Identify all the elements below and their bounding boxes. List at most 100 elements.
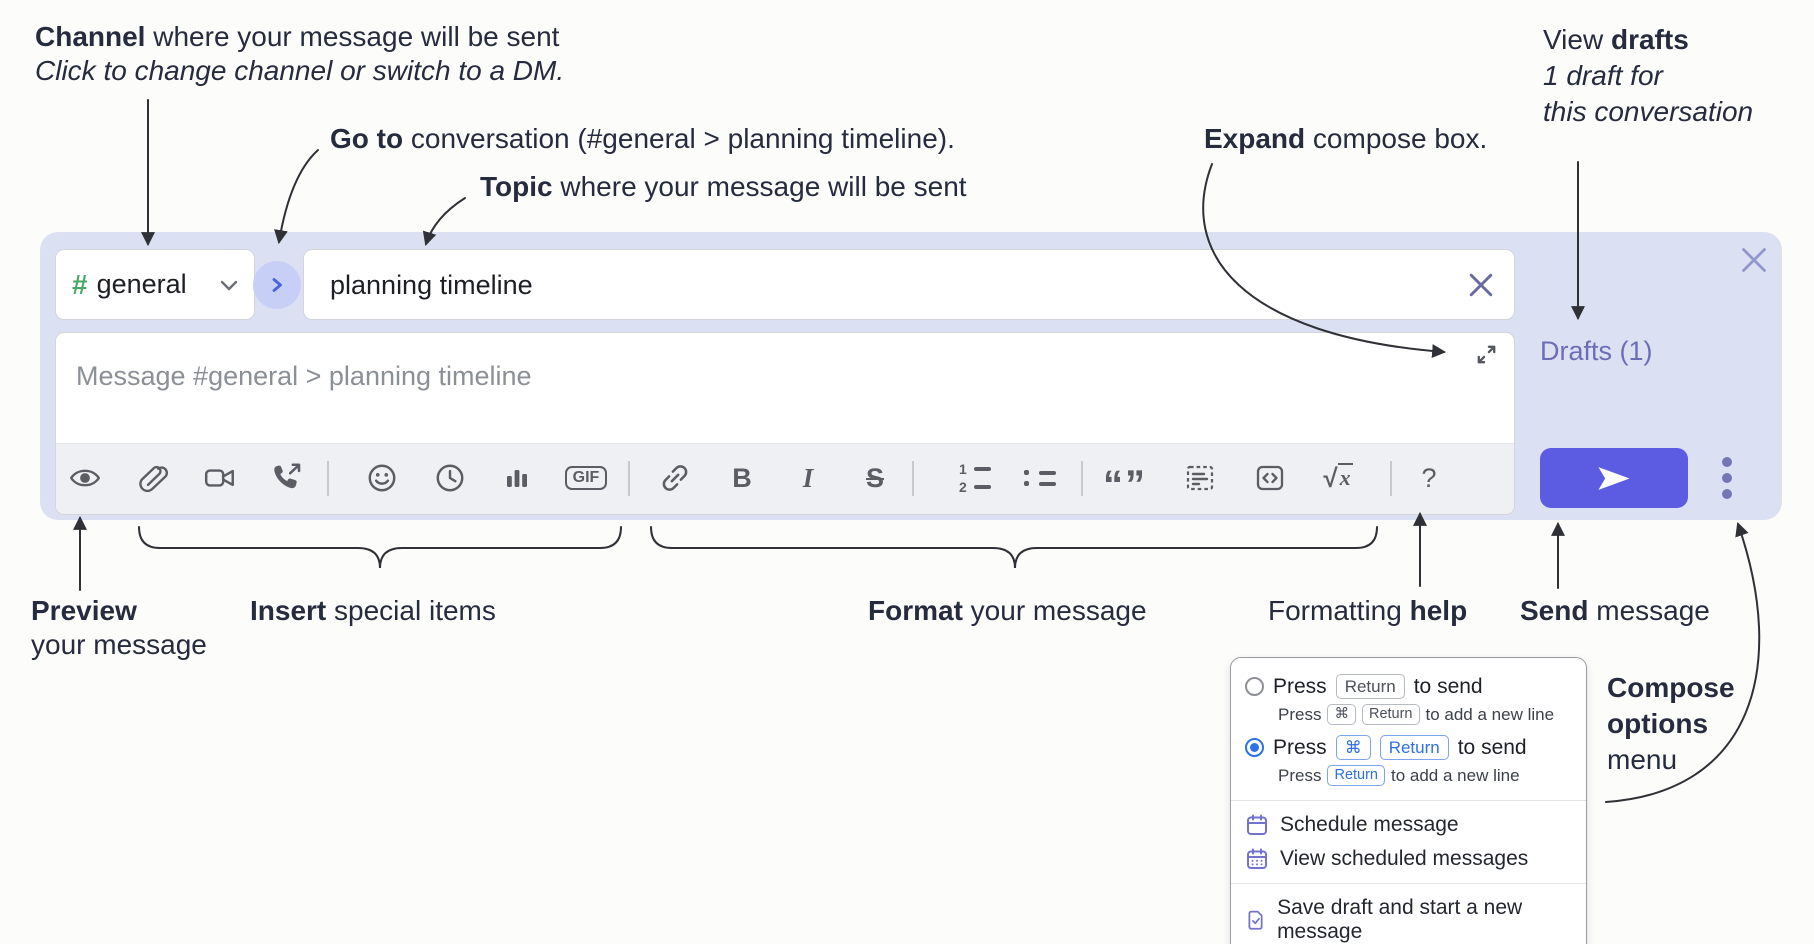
bulleted-list-button[interactable]	[1018, 456, 1062, 500]
annotation-expand-rest: compose box.	[1305, 123, 1488, 154]
radio-option-cmd-return-to-send[interactable]: Press ⌘ Return to send	[1231, 732, 1586, 763]
annotation-compose-options: Compose options menu	[1607, 670, 1735, 778]
link-icon	[662, 465, 688, 491]
chevron-down-icon	[220, 280, 238, 290]
link-button[interactable]	[653, 456, 697, 500]
topic-field	[303, 249, 1515, 320]
annotation-channel-rest: where your message will be sent	[145, 21, 560, 52]
poll-button[interactable]	[495, 456, 539, 500]
menu-item-save-draft[interactable]: Save draft and start a new message	[1231, 891, 1586, 944]
gif-icon: GIF	[564, 466, 608, 490]
bold-button[interactable]: B	[720, 456, 764, 500]
toolbar-divider	[1390, 461, 1392, 496]
annotation-format: Format your message	[868, 594, 1147, 628]
menu-text: Press	[1278, 765, 1322, 785]
close-icon	[1742, 248, 1766, 272]
annotation-drafts-line3: this conversation	[1543, 96, 1754, 127]
bulleted-list-icon	[1024, 470, 1056, 486]
compose-options-menu: Press Return to send Press ⌘ Return to a…	[1230, 657, 1587, 944]
strikethrough-button[interactable]: S	[853, 456, 897, 500]
menu-item-view-scheduled[interactable]: View scheduled messages	[1231, 842, 1586, 876]
annotation-channel-bold: Channel	[35, 21, 146, 52]
annotation-send-bold: Send	[1520, 595, 1589, 626]
channel-hash-icon: #	[72, 268, 88, 300]
connector-goto	[274, 149, 319, 245]
message-area	[55, 332, 1515, 515]
blockquote-button[interactable]: “”	[1103, 456, 1147, 505]
calendar-grid-icon	[1247, 848, 1267, 869]
annotation-drafts-line2: 1 draft for	[1543, 60, 1663, 91]
emoji-button[interactable]	[360, 456, 404, 500]
cmd-key: ⌘	[1327, 704, 1356, 725]
formatting-help-button[interactable]: ?	[1407, 456, 1451, 500]
menu-text: to send	[1413, 674, 1483, 698]
brace-insert	[138, 526, 622, 569]
return-key: Return	[1327, 765, 1385, 786]
toolbar-divider	[628, 461, 630, 496]
sqrt-x: x	[1337, 462, 1353, 490]
radio-option-return-to-send[interactable]: Press Return to send	[1231, 671, 1586, 702]
menu-item-label: Schedule message	[1280, 813, 1459, 836]
annotation-preview-bold: Preview	[31, 595, 137, 626]
cmd-key: ⌘	[1335, 735, 1371, 760]
goto-conversation-button[interactable]	[253, 261, 301, 309]
kebab-icon	[1722, 473, 1732, 483]
close-compose-button[interactable]	[1734, 240, 1774, 280]
italic-button[interactable]: I	[786, 456, 830, 500]
preview-button[interactable]	[63, 456, 107, 500]
question-icon: ?	[1421, 462, 1437, 493]
radio-selected-icon[interactable]	[1245, 738, 1264, 757]
channel-selector[interactable]: # general	[55, 249, 255, 320]
menu-item-label: Save draft and start a new message	[1277, 896, 1523, 943]
audio-call-button[interactable]	[265, 456, 309, 500]
annotation-help-pre: Formatting	[1268, 595, 1410, 626]
recent-items-button[interactable]	[428, 456, 472, 500]
paperclip-icon	[138, 465, 168, 492]
menu-text: Press	[1273, 674, 1327, 698]
video-clip-button[interactable]	[198, 456, 242, 500]
kebab-icon	[1722, 457, 1732, 467]
compose-options-button[interactable]	[1705, 456, 1749, 500]
topic-input[interactable]	[328, 251, 1452, 319]
annotation-format-rest: your message	[962, 595, 1147, 626]
radio-unselected-icon[interactable]	[1245, 677, 1264, 696]
attach-file-button[interactable]	[130, 456, 174, 500]
send-button[interactable]	[1540, 448, 1688, 508]
radio-option-sub: Press ⌘ Return to add a new line	[1231, 702, 1586, 732]
code-icon	[1256, 465, 1284, 491]
sqrt-icon: √x	[1323, 462, 1353, 494]
channel-name: general	[96, 269, 187, 299]
calendar-icon	[1247, 814, 1267, 835]
gif-button[interactable]: GIF	[558, 456, 614, 500]
ordered-list-icon: 1 2	[959, 462, 991, 494]
annotation-drafts-pre: View	[1543, 24, 1611, 55]
annotation-compose-line2: options	[1607, 708, 1709, 739]
menu-divider	[1231, 883, 1586, 884]
annotation-topic-rest: where your message will be sent	[552, 171, 967, 202]
send-icon	[1598, 466, 1630, 490]
chevron-right-icon	[272, 278, 282, 292]
clear-topic-button[interactable]	[1460, 264, 1502, 306]
menu-divider	[1231, 800, 1586, 801]
ordered-list-button[interactable]: 1 2	[953, 456, 997, 500]
annotation-expand-bold: Expand	[1204, 123, 1306, 154]
toolbar-divider	[912, 461, 914, 496]
menu-item-schedule-message[interactable]: Schedule message	[1231, 808, 1586, 842]
return-key: Return	[1361, 704, 1420, 725]
code-block-button[interactable]	[1248, 456, 1292, 500]
expand-compose-button[interactable]	[1466, 334, 1506, 374]
snippet-button[interactable]	[1178, 456, 1222, 500]
annotation-drafts-bold: drafts	[1610, 24, 1689, 55]
eye-icon	[69, 469, 101, 487]
annotation-help-bold: help	[1409, 595, 1468, 626]
menu-text: Press	[1273, 735, 1327, 759]
return-key: Return	[1335, 674, 1405, 699]
formula-button[interactable]: √x	[1312, 456, 1364, 500]
message-input[interactable]	[74, 347, 1458, 405]
snippet-icon	[1186, 465, 1214, 491]
drafts-link[interactable]: Drafts (1)	[1540, 336, 1653, 366]
sqrt-sign: √	[1323, 462, 1338, 493]
annotation-view-drafts: View drafts 1 draft for this conversatio…	[1543, 22, 1753, 130]
return-key: Return	[1379, 735, 1449, 760]
